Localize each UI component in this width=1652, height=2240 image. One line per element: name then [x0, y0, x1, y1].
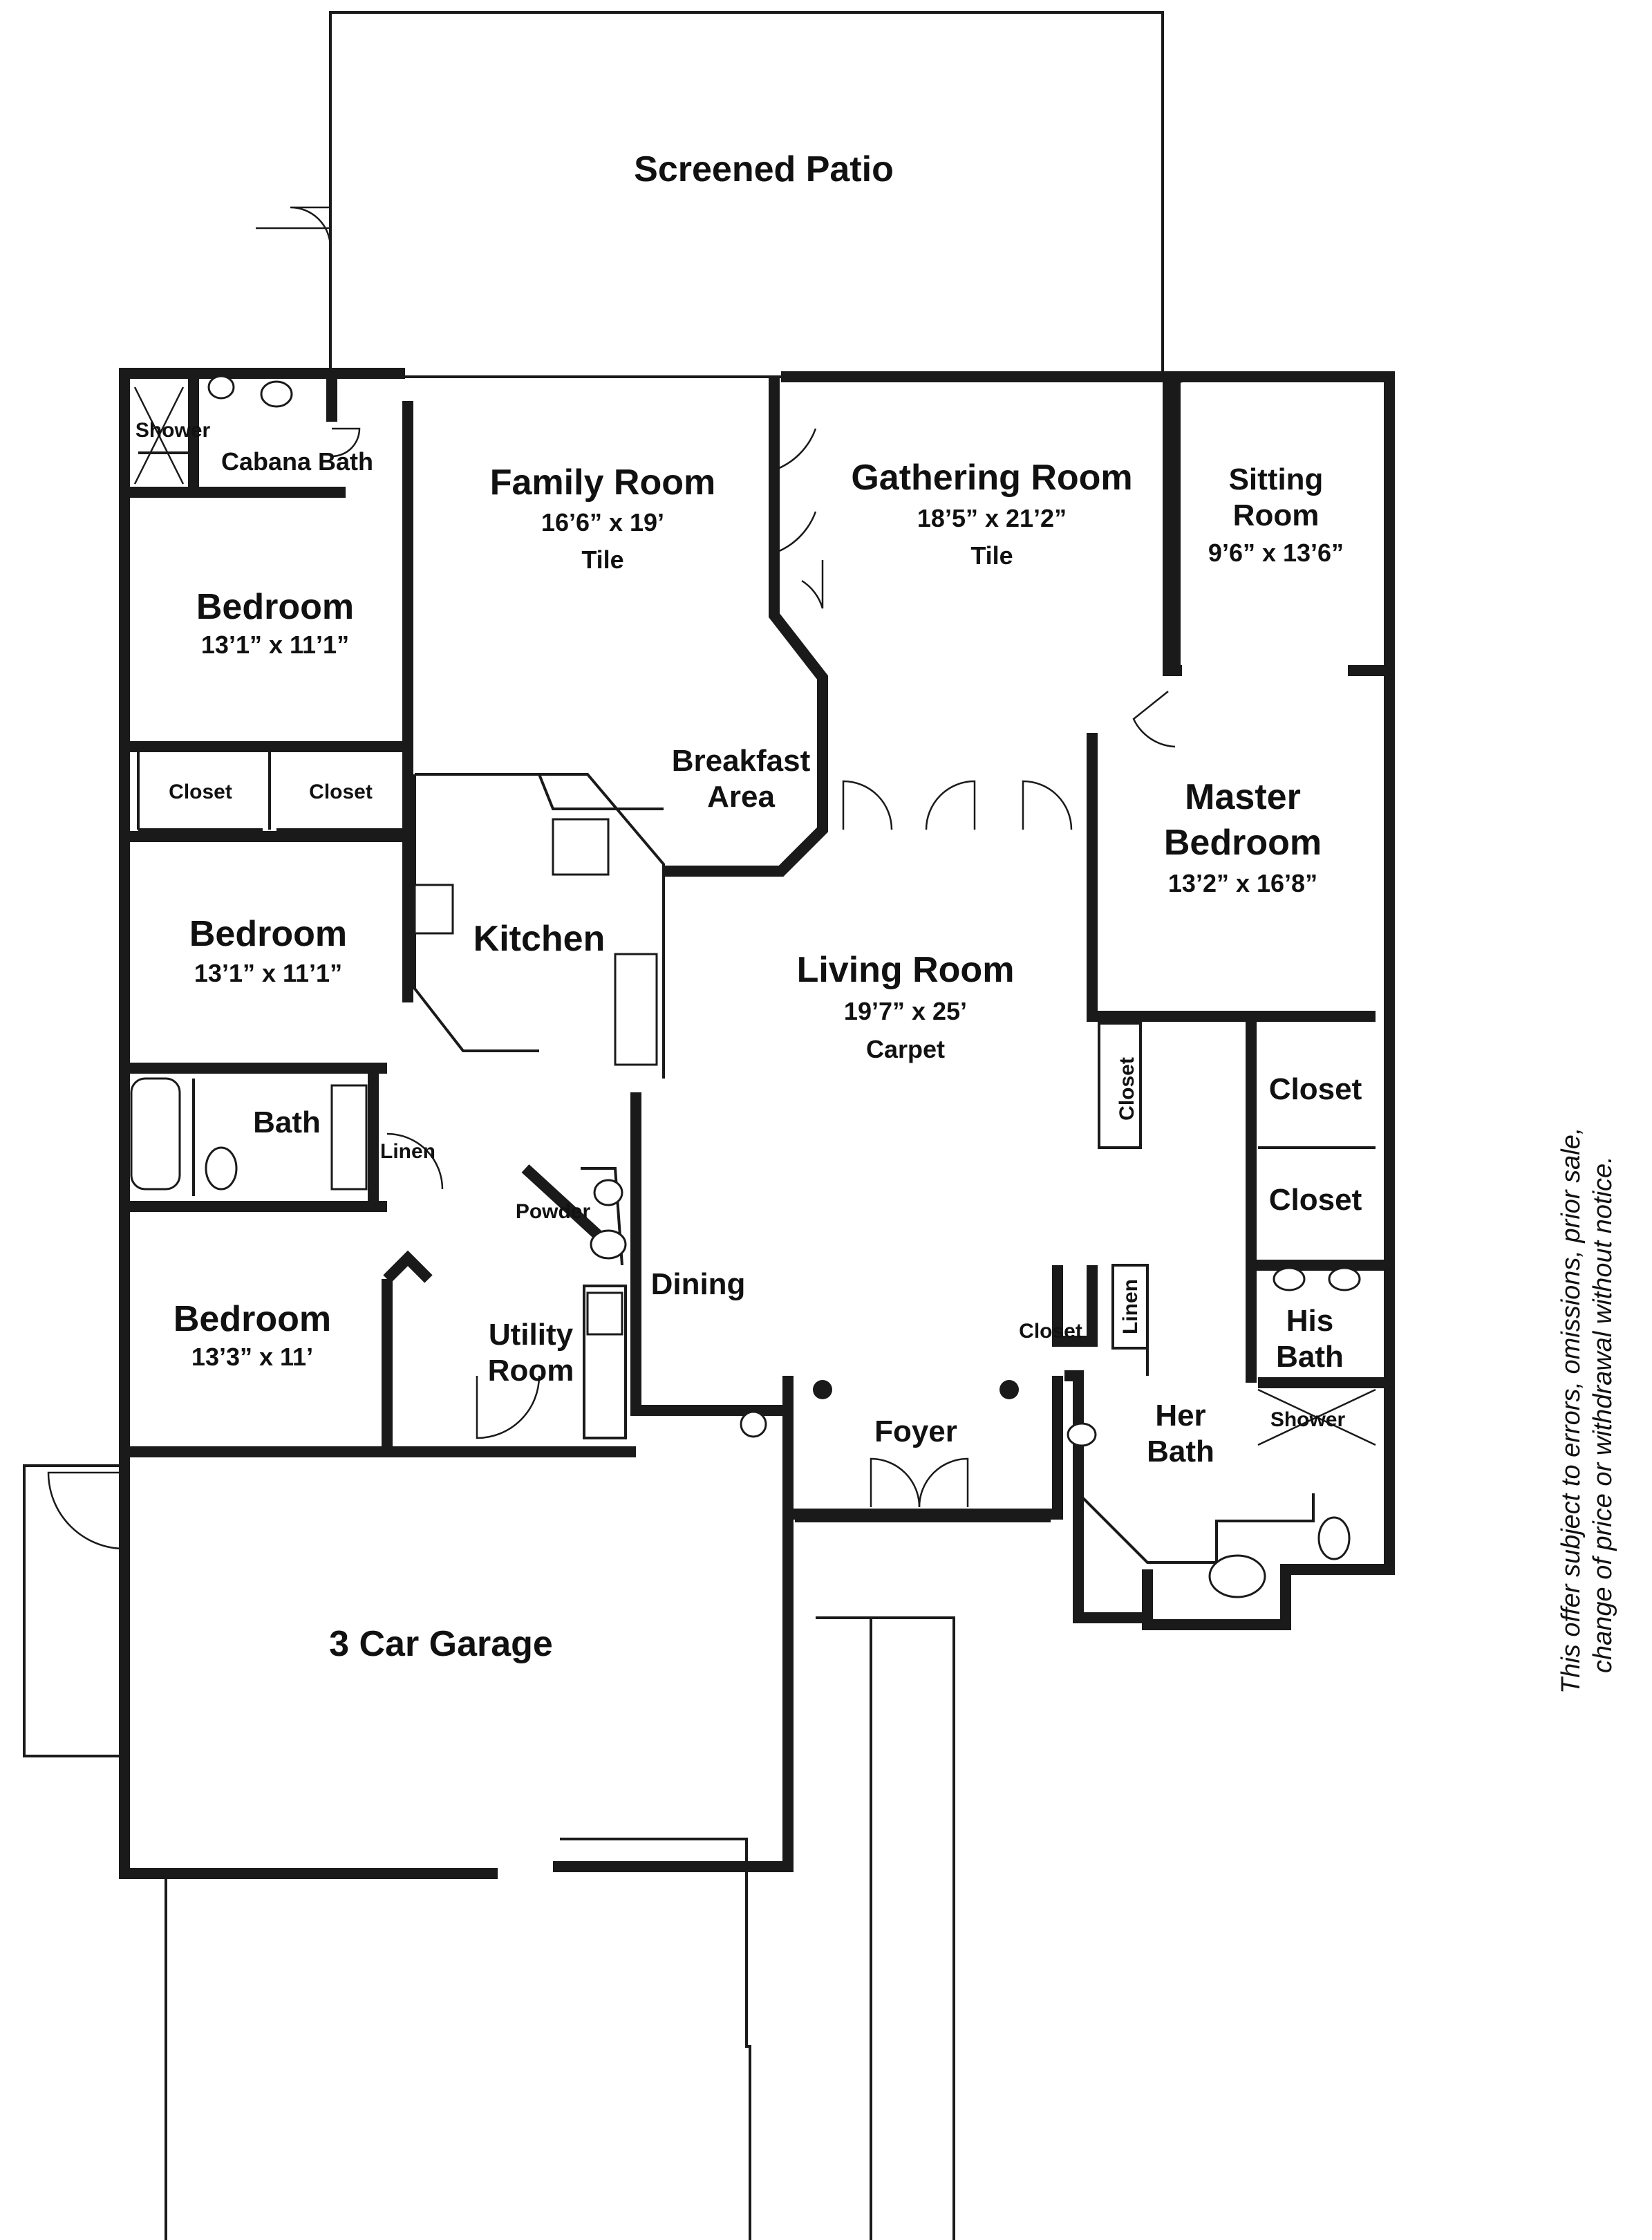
label-bath: Bath [253, 1105, 321, 1139]
label-gathering-room: Gathering Room [851, 458, 1132, 498]
exterior-walls [119, 368, 1395, 1879]
label-closet-b: Closet [309, 781, 373, 803]
tub-icon [1208, 1554, 1266, 1598]
his-toilet-icon [1328, 1267, 1361, 1291]
master-wing-walls [1052, 377, 1389, 1623]
label-bedroom-2: Bedroom [189, 914, 347, 954]
label-bedroom-1-size: 13’1” x 11’1” [201, 631, 349, 659]
label-utility-2: Room [488, 1354, 574, 1388]
label-closet-c: Closet [1269, 1072, 1362, 1106]
label-kitchen: Kitchen [473, 919, 606, 959]
label-breakfast-1: Breakfast [672, 744, 811, 778]
his-sink-icon [1273, 1267, 1306, 1291]
label-family-room-floor: Tile [581, 545, 623, 574]
label-cabana-shower: Shower [135, 419, 211, 442]
label-master-2: Bedroom [1164, 823, 1322, 863]
screened-patio-outline [256, 11, 1164, 373]
powder-sink-icon [593, 1179, 623, 1206]
disclaimer: This offer subject to errors, omissions,… [1555, 1128, 1617, 1701]
label-utility-1: Utility [489, 1318, 574, 1352]
her-toilet-icon [1317, 1516, 1351, 1560]
label-sitting-room-2: Room [1233, 498, 1320, 532]
left-bath-fixtures [130, 375, 368, 1191]
label-his-bath-2: Bath [1276, 1340, 1344, 1374]
label-bedroom-3-size: 13’3” x 11’ [191, 1343, 313, 1371]
label-breakfast-2: Area [707, 780, 775, 814]
left-wing-walls [119, 373, 415, 1452]
label-screened-patio: Screened Patio [634, 149, 894, 189]
label-her-bath-2: Bath [1147, 1435, 1214, 1468]
label-closet-vertical: Closet [1116, 1057, 1138, 1121]
sink-icon [552, 818, 610, 876]
label-his-bath-1: His [1286, 1304, 1333, 1338]
disclaimer-text: This offer subject to errors, omissions,… [1555, 1128, 1619, 1694]
label-sitting-room-size: 9’6” x 13’6” [1208, 539, 1344, 567]
label-master-size: 13’2” x 16’8” [1168, 869, 1317, 897]
label-bedroom-2-size: 13’1” x 11’1” [194, 959, 342, 987]
label-family-room: Family Room [490, 463, 716, 503]
her-sink-icon [1067, 1422, 1097, 1447]
label-cabana-bath: Cabana Bath [221, 447, 373, 476]
disclaimer-line-1: This offer subject to errors, omissions,… [1557, 1127, 1586, 1694]
room-labels: Screened Patio Shower Cabana Bath Family… [135, 149, 1362, 1664]
label-bedroom-3: Bedroom [173, 1299, 331, 1339]
disclaimer-line-2: change of price or withdrawal without no… [1588, 1156, 1617, 1673]
label-closet-d: Closet [1269, 1183, 1362, 1217]
label-linen-2: Linen [1119, 1279, 1142, 1334]
gathering-doors [773, 401, 1073, 830]
label-closet-e: Closet [1019, 1320, 1082, 1343]
label-family-room-size: 16’6” x 19’ [541, 508, 664, 536]
center-bottom-walls [383, 1092, 1063, 1618]
powder-toilet-icon [590, 1229, 627, 1260]
label-her-bath-1: Her [1155, 1399, 1205, 1432]
label-living-room: Living Room [797, 950, 1015, 990]
label-powder: Powder [516, 1200, 591, 1223]
vanity-icon [330, 1084, 368, 1191]
label-garage: 3 Car Garage [329, 1624, 553, 1664]
garage-walls [23, 1405, 955, 2240]
cabana-toilet-icon [207, 375, 235, 400]
fridge-icon [614, 953, 658, 1066]
washer-icon [586, 1291, 623, 1336]
label-bedroom-1: Bedroom [196, 587, 354, 627]
label-closet-a: Closet [169, 781, 232, 803]
label-gathering-room-size: 18’5” x 21’2” [917, 504, 1067, 532]
label-master-1: Master [1185, 777, 1301, 817]
label-gathering-room-floor: Tile [970, 541, 1013, 570]
label-shower-2: Shower [1270, 1408, 1346, 1431]
toilet-icon [205, 1146, 238, 1191]
label-sitting-room-1: Sitting [1229, 463, 1324, 496]
label-foyer: Foyer [874, 1415, 957, 1448]
label-living-room-floor: Carpet [866, 1035, 945, 1063]
label-living-room-size: 19’7” x 25’ [844, 997, 967, 1025]
right-bath-fixtures [590, 1179, 1376, 1560]
label-dining: Dining [651, 1267, 746, 1301]
cooktop-icon [413, 884, 454, 935]
bathtub-icon [130, 1077, 181, 1191]
cabana-sink-icon [260, 380, 293, 408]
label-linen-1: Linen [380, 1140, 435, 1163]
